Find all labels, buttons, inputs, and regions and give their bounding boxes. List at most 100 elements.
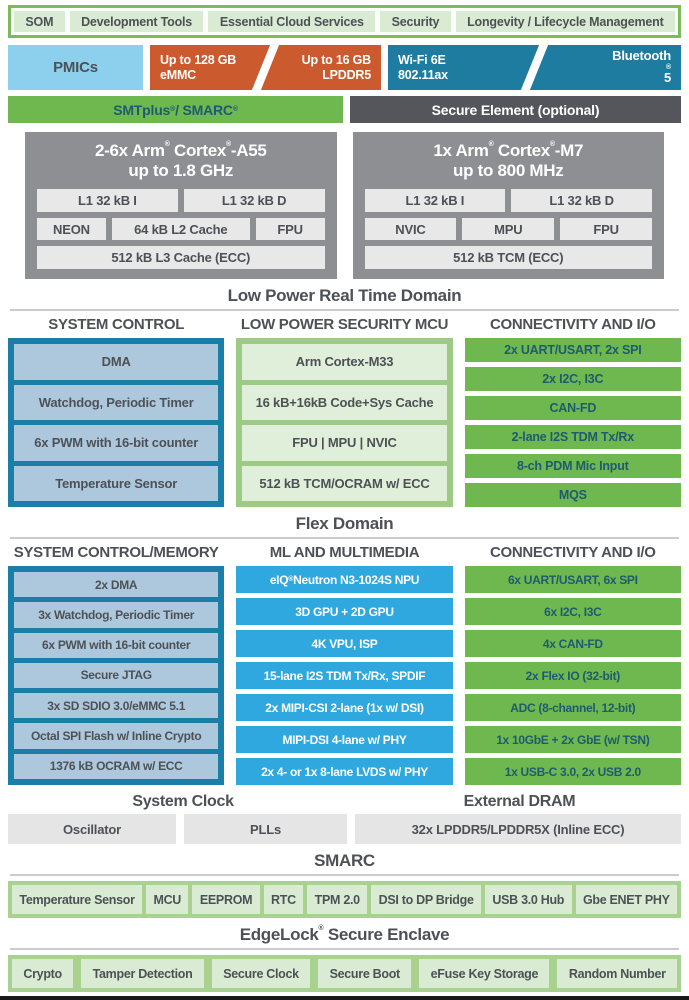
- flex-domain-columns: DMA Watchdog, Periodic Timer 6x PWM with…: [8, 338, 681, 507]
- smarc-item: Temperature Sensor: [12, 885, 143, 914]
- memory-storage-block: Up to 128 GB eMMC Up to 16 GB LPDDR5: [150, 45, 381, 90]
- edgelock-item: Secure Boot: [318, 959, 412, 988]
- smarc-components-row: Temperature Sensor MCU EEPROM RTC TPM 2.…: [8, 881, 681, 918]
- control-item: Temperature Sensor: [14, 465, 219, 501]
- section-divider: [10, 537, 679, 539]
- section-divider: [10, 309, 679, 311]
- ml-multimedia-column: eIQ® Neutron N3-1024S NPU 3D GPU + 2D GP…: [236, 566, 453, 785]
- ml-item: eIQ® Neutron N3-1024S NPU: [236, 566, 453, 593]
- system-control-memory-column: 2x DMA 3x Watchdog, Periodic Timer 6x PW…: [8, 566, 225, 785]
- ml-item: 3D GPU + 2D GPU: [236, 598, 453, 625]
- io-item: MQS: [464, 483, 681, 507]
- system-control-header: SYSTEM CONTROL: [48, 316, 185, 333]
- smarc-item: RTC: [263, 885, 304, 914]
- io-item: 8-ch PDM Mic Input: [464, 454, 681, 478]
- memory-item: 6x PWM with 16-bit counter: [14, 632, 219, 658]
- edgelock-item: eFuse Key Storage: [419, 959, 550, 988]
- cpu-sub-block: FPU: [560, 217, 652, 241]
- connectivity-header: CONNECTIVITY AND I/O: [489, 316, 656, 333]
- cpu-sub-block: L1 32 kB D: [511, 189, 652, 212]
- secure-element-bar: Secure Element (optional): [350, 96, 681, 123]
- ml-item: MIPI-DSI 4-lane w/ PHY: [236, 726, 453, 753]
- cpu-sub-block: 512 kB TCM (ECC): [364, 246, 652, 270]
- io-item: 6x UART/USART, 6x SPI: [464, 566, 681, 593]
- cpu-sub-block: NEON: [37, 217, 106, 241]
- security-mcu-panel: Arm Cortex-M33 16 kB+16kB Code+Sys Cache…: [236, 338, 453, 507]
- smarc-item: EEPROM: [192, 885, 260, 914]
- cpu-title: 2-6x Arm® Cortex®-A55 up to 1.8 GHz: [94, 141, 267, 181]
- edgelock-components-row: Crypto Tamper Detection Secure Clock Sec…: [8, 955, 681, 992]
- memory-item: 3x Watchdog, Periodic Timer: [14, 602, 219, 628]
- bottom-border: [0, 996, 689, 1000]
- memory-item: Secure JTAG: [14, 662, 219, 689]
- cpu-sub-block: L1 32 kB I: [364, 189, 506, 212]
- security-mcu-column: Arm Cortex-M33 16 kB+16kB Code+Sys Cache…: [236, 338, 453, 507]
- connectivity-main-column: 6x UART/USART, 6x SPI 6x I2C, I3C 4x CAN…: [464, 566, 681, 785]
- system-control-panel: DMA Watchdog, Periodic Timer 6x PWM with…: [8, 338, 225, 507]
- tag-security: Security: [380, 11, 451, 32]
- memory-item: 3x SD SDIO 3.0/eMMC 5.1: [14, 693, 219, 719]
- edgelock-item: Secure Clock: [211, 959, 311, 988]
- edgelock-item: Crypto: [12, 959, 74, 988]
- system-control-memory-header: SYSTEM CONTROL/MEMORY: [13, 544, 219, 561]
- smtplus-smarc-bar: SMTplus® / SMARC®: [8, 96, 343, 123]
- ml-item: 2x MIPI-CSI 2-lane (1x w/ DSI): [236, 694, 453, 721]
- ml-multimedia-stack: eIQ® Neutron N3-1024S NPU 3D GPU + 2D GP…: [236, 566, 453, 785]
- wireless-block: Wi-Fi 6E 802.11ax Bluetooth® 5: [388, 45, 681, 90]
- smarc-item: USB 3.0 Hub: [485, 885, 572, 914]
- smarc-item: MCU: [146, 885, 189, 914]
- cpu-sub-block: FPU: [255, 217, 325, 241]
- io-item: CAN-FD: [464, 396, 681, 420]
- edgelock-item: Tamper Detection: [81, 959, 204, 988]
- memory-item: 2x DMA: [14, 572, 219, 598]
- mcu-item: 512 kB TCM/OCRAM w/ ECC: [242, 465, 447, 501]
- ml-item: 15-lane I2S TDM Tx/Rx, SPDIF: [236, 662, 453, 689]
- io-item: 1x USB-C 3.0, 2x USB 2.0: [464, 758, 681, 785]
- system-clock-label: System Clock: [132, 793, 234, 810]
- control-item: 6x PWM with 16-bit counter: [14, 425, 219, 461]
- cortex-a55-block: 2-6x Arm® Cortex®-A55 up to 1.8 GHz L1 3…: [25, 132, 337, 279]
- edgelock-item: Random Number: [557, 959, 678, 988]
- connectivity-main-stack: 6x UART/USART, 6x SPI 6x I2C, I3C 4x CAN…: [464, 566, 681, 785]
- low-power-domain-label: Low Power Real Time Domain: [227, 286, 462, 305]
- cpu-sub-block: NVIC: [364, 217, 457, 241]
- module-components-row: PMICs Up to 128 GB eMMC Up to 16 GB LPDD…: [8, 45, 681, 90]
- cpu-subblocks: L1 32 kB I L1 32 kB D NVIC MPU FPU 512 k…: [364, 189, 652, 270]
- tag-som: SOM: [14, 11, 65, 32]
- clock-dram-headers: System Clock External DRAM: [8, 793, 681, 811]
- connectivity-stack: 2x UART/USART, 2x SPI 2x I2C, I3C CAN-FD…: [464, 338, 681, 507]
- system-control-memory-panel: 2x DMA 3x Watchdog, Periodic Timer 6x PW…: [8, 566, 225, 785]
- lpddr-dram-block: 32x LPDDR5/LPDDR5X (Inline ECC): [355, 814, 681, 844]
- plls-block: PLLs: [184, 814, 347, 844]
- flex-domain-label: Flex Domain: [295, 514, 394, 533]
- form-factor-row: SMTplus® / SMARC® Secure Element (option…: [8, 96, 681, 123]
- smarc-label: SMARC: [314, 851, 375, 870]
- cpu-sub-block: MPU: [462, 217, 555, 241]
- cpu-sub-block: L1 32 kB I: [37, 189, 178, 212]
- io-item: 4x CAN-FD: [464, 630, 681, 657]
- control-item: DMA: [14, 344, 219, 380]
- external-dram-label: External DRAM: [463, 793, 576, 810]
- ml-multimedia-header: ML AND MULTIMEDIA: [269, 544, 420, 561]
- cortex-m7-block: 1x Arm® Cortex®-M7 up to 800 MHz L1 32 k…: [352, 132, 664, 279]
- memory-item: 1376 kB OCRAM w/ ECC: [14, 753, 219, 779]
- io-item: 2x I2C, I3C: [464, 367, 681, 391]
- main-domain-columns: 2x DMA 3x Watchdog, Periodic Timer 6x PW…: [8, 566, 681, 785]
- smarc-item: TPM 2.0: [307, 885, 368, 914]
- ml-item: 2x 4- or 1x 8-lane LVDS w/ PHY: [236, 758, 453, 785]
- io-item: 6x I2C, I3C: [464, 598, 681, 625]
- tag-longevity: Longevity / Lifecycle Management: [455, 11, 675, 32]
- cpu-title: 1x Arm® Cortex®-M7 up to 800 MHz: [433, 141, 584, 181]
- oscillator-block: Oscillator: [8, 814, 176, 844]
- product-family-bar: SOM Development Tools Essential Cloud Se…: [8, 5, 681, 38]
- tag-cloud-services: Essential Cloud Services: [208, 11, 376, 32]
- io-item: 2x Flex IO (32-bit): [464, 662, 681, 689]
- security-mcu-header: LOW POWER SECURITY MCU: [240, 316, 449, 333]
- clock-dram-row: Oscillator PLLs 32x LPDDR5/LPDDR5X (Inli…: [8, 814, 681, 844]
- system-control-column: DMA Watchdog, Periodic Timer 6x PWM with…: [8, 338, 225, 507]
- io-item: 1x 10GbE + 2x GbE (w/ TSN): [464, 726, 681, 753]
- bluetooth-label: Bluetooth® 5: [612, 48, 671, 85]
- cpu-sub-block: 64 kB L2 Cache: [111, 217, 250, 241]
- smarc-item: Gbe ENET PHY: [575, 885, 678, 914]
